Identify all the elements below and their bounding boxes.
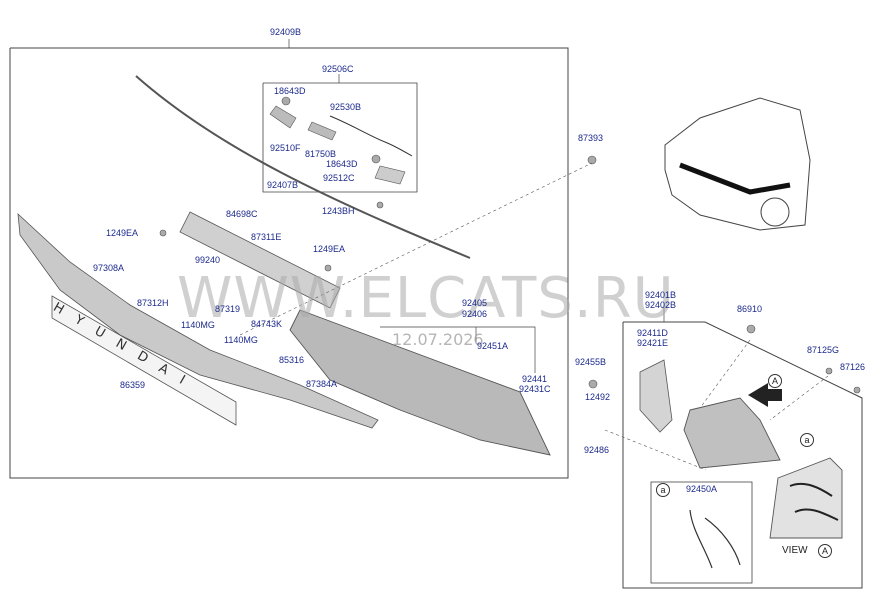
- callout-view-a-arrow: A: [768, 374, 782, 388]
- part-label-92486[interactable]: 92486: [584, 445, 610, 455]
- part-label-92530b[interactable]: 92530B: [330, 102, 362, 112]
- part-label-18643d-2[interactable]: 18643D: [326, 159, 358, 169]
- rear-combination-lamp: [683, 397, 781, 469]
- view-a-lamp: [769, 457, 843, 539]
- watermark: WWW.ELCATS.RU: [177, 266, 675, 331]
- main-frame: [9, 47, 569, 479]
- emblem-plate: [51, 295, 237, 426]
- part-label-1140mg-2[interactable]: 1140MG: [224, 335, 258, 345]
- part-label-99240[interactable]: 99240: [195, 255, 221, 265]
- part-label-92405[interactable]: 92405: [462, 298, 488, 308]
- part-label-1249ea[interactable]: 1249EA: [106, 228, 139, 238]
- part-label-92401b[interactable]: 92401B: [645, 290, 677, 300]
- part-label-1140mg[interactable]: 1140MG: [181, 320, 215, 330]
- part-label-92510f[interactable]: 92510F: [270, 143, 301, 153]
- vehicle-thumbnail: [664, 97, 811, 231]
- part-label-92411d[interactable]: 92411D: [637, 328, 668, 338]
- part-label-81750b[interactable]: 81750B: [305, 149, 337, 159]
- part-label-92431c[interactable]: 92431C: [519, 384, 551, 394]
- lamp-subframe: [622, 321, 863, 589]
- part-label-18643d[interactable]: 18643D: [274, 86, 306, 96]
- part-label-87312h[interactable]: 87312H: [137, 298, 169, 308]
- part-label-87384a[interactable]: 87384A: [306, 379, 338, 389]
- part-label-92451a[interactable]: 92451A: [477, 341, 509, 351]
- center-bracket: [179, 211, 341, 309]
- part-label-92402b[interactable]: 92402B: [645, 300, 677, 310]
- harness-subframe: [262, 82, 418, 193]
- part-label-87319[interactable]: 87319: [215, 304, 241, 314]
- part-label-86359[interactable]: 86359: [120, 380, 146, 390]
- part-label-12492[interactable]: 12492: [585, 392, 611, 402]
- part-label-97308a[interactable]: 97308A: [93, 263, 125, 273]
- part-label-85316[interactable]: 85316: [279, 355, 305, 365]
- part-label-92421e[interactable]: 92421E: [637, 338, 669, 348]
- lamp-bracket: [639, 359, 673, 433]
- part-label-87125g[interactable]: 87125G: [807, 345, 840, 355]
- part-label-92441[interactable]: 92441: [522, 374, 548, 384]
- part-label-1243bh[interactable]: 1243BH: [322, 206, 355, 216]
- part-label-92406[interactable]: 92406: [462, 309, 488, 319]
- part-label-84743k[interactable]: 84743K: [251, 319, 283, 329]
- callout-view-a: A: [818, 544, 832, 558]
- view-label: VIEW: [782, 545, 808, 556]
- part-label-92450a[interactable]: 92450A: [686, 484, 718, 494]
- garnish-strip: [17, 212, 379, 429]
- part-label-1249ea-2[interactable]: 1249EA: [313, 244, 346, 254]
- part-label-86910[interactable]: 86910: [737, 304, 763, 314]
- watermark-date: 12.07.2026: [392, 330, 484, 349]
- part-label-92506c[interactable]: 92506C: [322, 64, 354, 74]
- part-label-92512c[interactable]: 92512C: [323, 173, 355, 183]
- part-label-92455b[interactable]: 92455B: [575, 357, 607, 367]
- part-label-92407b[interactable]: 92407B: [267, 180, 299, 190]
- view-arrow: [748, 383, 782, 407]
- part-label-87311e[interactable]: 87311E: [251, 232, 282, 242]
- part-label-84698c[interactable]: 84698C: [226, 209, 258, 219]
- callout-a-lamp: a: [800, 433, 814, 447]
- spoiler-line: [135, 75, 471, 259]
- part-label-87393[interactable]: 87393: [578, 133, 604, 143]
- part-label-87126[interactable]: 87126: [840, 362, 866, 372]
- part-label-92409b[interactable]: 92409B: [270, 27, 302, 37]
- callout-a-inset: a: [656, 483, 670, 497]
- socket-inset-frame: [650, 481, 753, 584]
- tailgate-garnish: [289, 309, 551, 456]
